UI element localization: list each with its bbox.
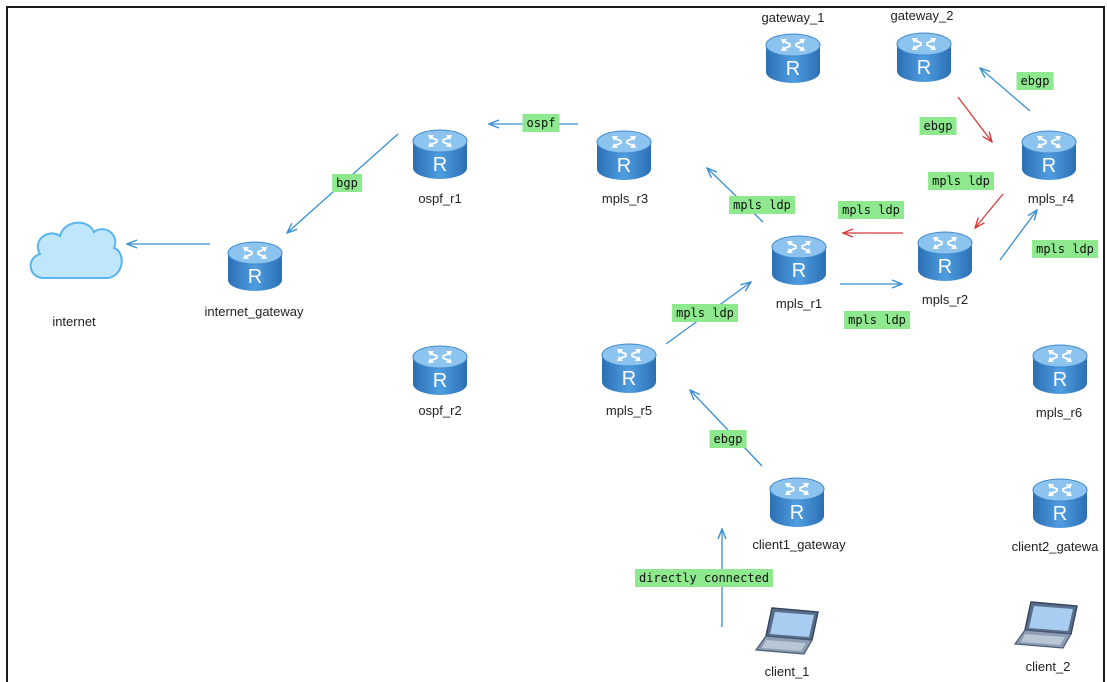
mpls-r1-label: mpls_r1 (775, 296, 823, 311)
gateway-2-label: gateway_2 (890, 8, 954, 23)
mpls-r3-router-icon[interactable]: R (594, 127, 654, 185)
mpls-r4-label: mpls_r4 (1027, 191, 1075, 206)
ospf-r1-label: ospf_r1 (418, 191, 462, 206)
gateway-1-label: gateway_1 (761, 10, 825, 25)
mpls-r4-router-icon[interactable]: R (1019, 127, 1079, 185)
link-client1-gateway-to-mpls-r5 (690, 390, 763, 467)
svg-text:R: R (622, 368, 636, 390)
ospf-r1-router-icon[interactable]: R (410, 126, 470, 184)
svg-text:R: R (433, 154, 447, 176)
mpls-r1-router-icon[interactable]: R (769, 232, 829, 290)
edge-tag-bgp: bgp (332, 174, 362, 192)
internet-cloud-icon[interactable] (24, 212, 126, 288)
svg-text:R: R (248, 266, 262, 288)
svg-text:R: R (1053, 369, 1067, 391)
mpls-r5-label: mpls_r5 (605, 403, 653, 418)
link-mpls-r2-to-mpls-r4 (999, 210, 1037, 261)
internet-gateway-label: internet_gateway (204, 304, 304, 319)
mpls-r2-label: mpls_r2 (921, 292, 969, 307)
client2-gateway-label: client2_gatewa (1011, 539, 1099, 554)
edge-tag-mpls-ldp-r5-r1: mpls ldp (672, 304, 738, 322)
ospf-r2-router-icon[interactable]: R (410, 342, 470, 400)
mpls-r2-router-icon[interactable]: R (915, 228, 975, 286)
svg-text:R: R (917, 57, 931, 79)
internet-gateway-router-icon[interactable]: R (225, 238, 285, 296)
edge-tag-ebgp-client: ebgp (709, 430, 747, 448)
svg-text:R: R (938, 256, 952, 278)
diagram-frame (6, 6, 1105, 682)
client-1-label: client_1 (764, 664, 810, 679)
edge-tag-mpls-ldp-r2-r1: mpls ldp (838, 201, 904, 219)
link-mpls-r4-to-gateway-2 (980, 68, 1031, 112)
client-1-laptop-icon[interactable] (754, 606, 822, 658)
svg-text:R: R (792, 260, 806, 282)
client-2-laptop-icon[interactable] (1013, 600, 1081, 652)
client2-gateway-router-icon[interactable]: R (1030, 475, 1090, 533)
edge-tag-ebgp-r4-gw2: ebgp (1016, 72, 1054, 90)
edge-tag-ospf: ospf (522, 114, 560, 132)
edge-tag-mpls-ldp-r4-r2: mpls ldp (928, 172, 994, 190)
svg-text:R: R (433, 370, 447, 392)
edge-tag-mpls-ldp-r1-r3: mpls ldp (729, 196, 795, 214)
edge-tag-mpls-ldp-r2-r4: mpls ldp (1032, 240, 1098, 258)
mpls-r6-label: mpls_r6 (1035, 405, 1083, 420)
internet-label: internet (52, 314, 96, 329)
mpls-r3-label: mpls_r3 (601, 191, 649, 206)
ospf-r2-label: ospf_r2 (418, 403, 462, 418)
svg-text:R: R (786, 58, 800, 80)
edge-tag-ebgp-gw2-r4: ebgp (919, 117, 957, 135)
client-2-label: client_2 (1025, 659, 1071, 674)
mpls-r5-router-icon[interactable]: R (599, 340, 659, 398)
svg-text:R: R (1042, 155, 1056, 177)
link-gateway-2-to-mpls-r4 (957, 96, 992, 142)
edge-tag-mpls-ldp-r1-r2: mpls ldp (844, 311, 910, 329)
link-mpls-r4-to-mpls-r2 (975, 193, 1004, 228)
edge-tag-directly-connected: directly connected (634, 569, 774, 587)
mpls-r6-router-icon[interactable]: R (1030, 341, 1090, 399)
svg-text:R: R (617, 155, 631, 177)
svg-text:R: R (1053, 503, 1067, 525)
gateway-1-router-icon[interactable]: R (763, 30, 823, 88)
client1-gateway-router-icon[interactable]: R (767, 474, 827, 532)
client1-gateway-label: client1_gateway (752, 537, 846, 552)
gateway-2-router-icon[interactable]: R (894, 29, 954, 87)
svg-text:R: R (790, 502, 804, 524)
